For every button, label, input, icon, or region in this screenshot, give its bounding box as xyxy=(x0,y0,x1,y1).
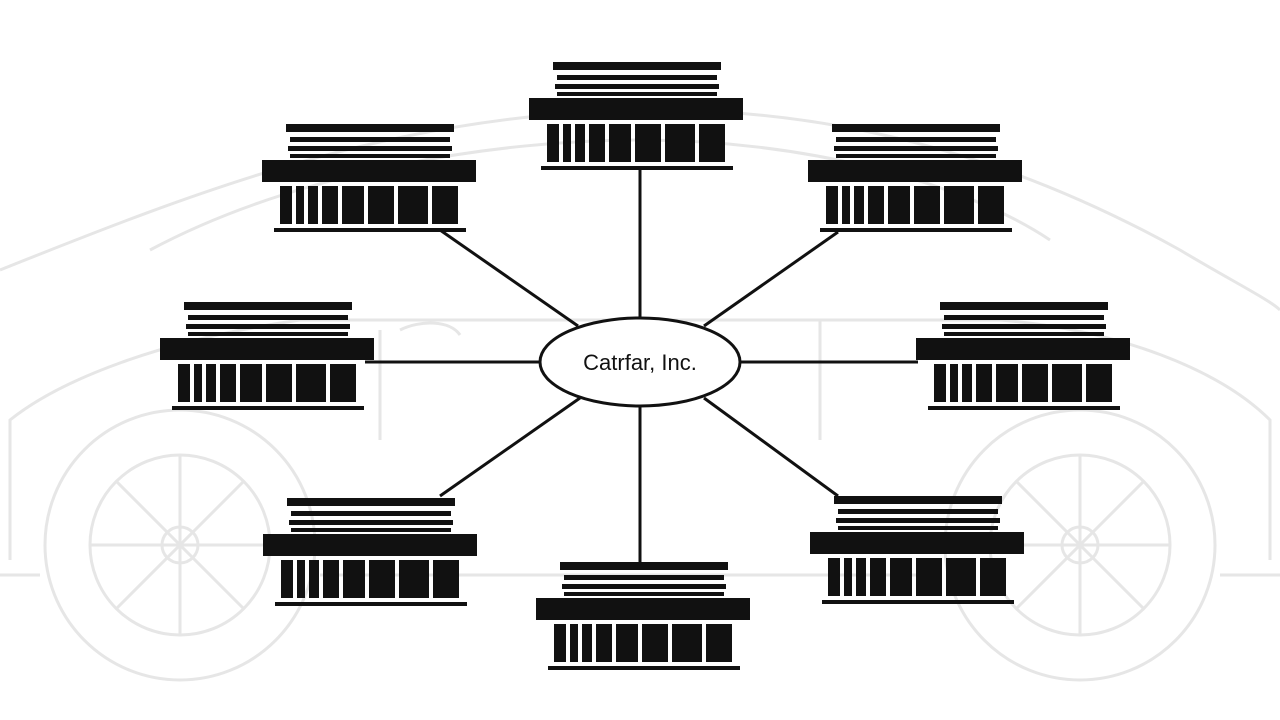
building-icon-top-left[interactable] xyxy=(262,124,476,232)
building-icon-right[interactable] xyxy=(916,302,1130,410)
building-icon-top[interactable] xyxy=(529,62,743,170)
hub-ellipse[interactable] xyxy=(538,316,742,408)
hub-node[interactable]: Catrfar, Inc. xyxy=(538,316,742,408)
connector-top-left xyxy=(439,228,579,328)
connector-top-right xyxy=(703,230,839,328)
connector-bottom-left xyxy=(439,396,581,498)
building-icon-bottom-left[interactable] xyxy=(263,498,477,606)
building-icon-left[interactable] xyxy=(160,302,374,410)
building-nodes xyxy=(160,62,1130,670)
hub-label: Catrfar, Inc. xyxy=(583,350,697,375)
building-icon-bottom-right[interactable] xyxy=(810,496,1024,604)
building-icon-top-right[interactable] xyxy=(808,124,1022,232)
building-icon-bottom[interactable] xyxy=(536,562,750,670)
connector-bottom-right xyxy=(703,396,839,498)
connectors xyxy=(365,168,918,562)
